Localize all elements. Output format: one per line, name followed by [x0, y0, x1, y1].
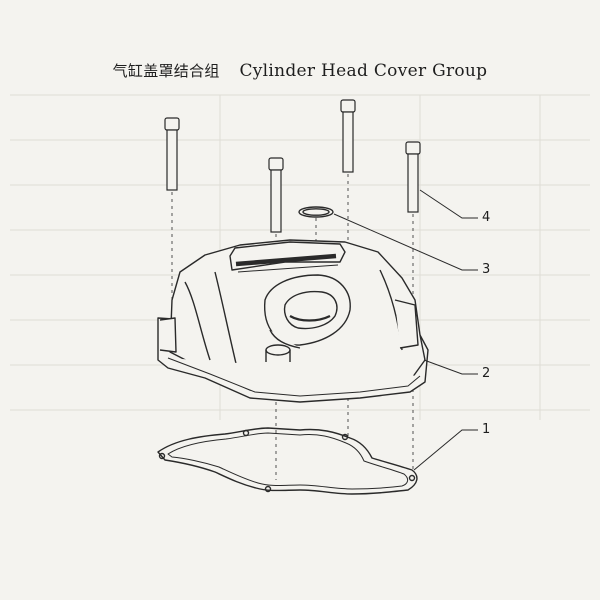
callout-2: 2 [482, 366, 491, 381]
title-english: Cylinder Head Cover Group [239, 61, 488, 81]
bolt-2 [268, 157, 284, 480]
gasket [157, 427, 418, 495]
callout-1: 1 [482, 422, 491, 437]
cylinder-head-cover [157, 239, 429, 403]
leader-line-2 [423, 359, 478, 375]
page-title: 气缸盖罩结合组 Cylinder Head Cover Group [0, 60, 600, 81]
leader-line-4 [419, 189, 478, 219]
leader-lines [333, 189, 478, 471]
leader-line-3 [333, 213, 478, 271]
callout-3: 3 [482, 262, 491, 277]
o-ring [298, 206, 334, 300]
bolt-1 [164, 117, 180, 300]
leader-line-1 [413, 429, 478, 471]
title-chinese: 气缸盖罩结合组 [112, 62, 220, 80]
callout-4: 4 [482, 210, 491, 225]
